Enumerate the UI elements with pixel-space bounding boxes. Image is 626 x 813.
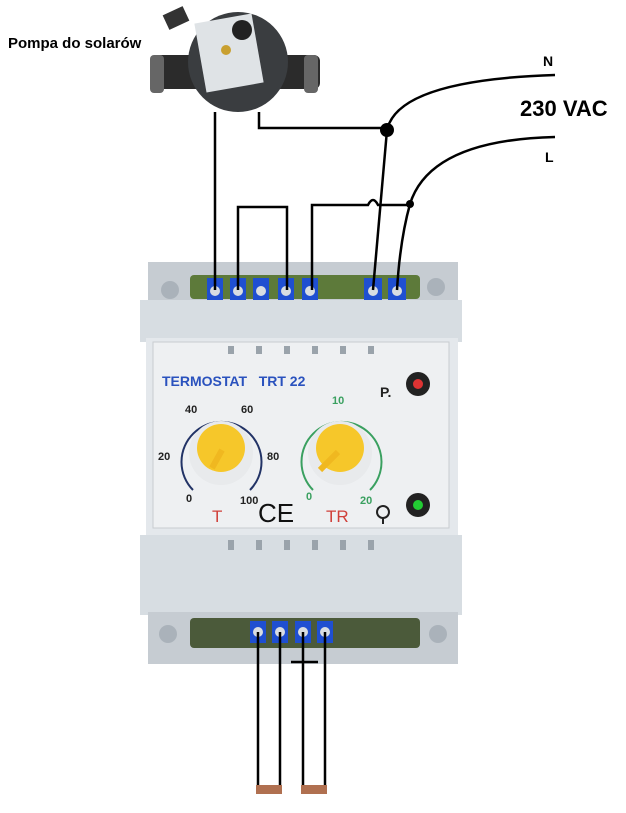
pump-image — [150, 6, 320, 112]
voltage-label: 230 VAC — [520, 96, 608, 121]
screw-icon — [427, 278, 445, 296]
screw-icon — [429, 625, 447, 643]
screw-icon — [161, 281, 179, 299]
pump-label: Pompa do solarów — [8, 35, 142, 52]
junction-dot — [380, 123, 394, 137]
knob-tr[interactable] — [300, 420, 383, 491]
live-label: L — [545, 149, 554, 165]
tick-label: 0 — [186, 493, 192, 505]
power-indicator-label: P. — [380, 384, 391, 400]
tick-label: 10 — [332, 395, 344, 407]
knob-t-label: T — [212, 507, 222, 526]
sensor-tip — [256, 785, 282, 794]
tick-label: 100 — [240, 495, 258, 507]
neutral-label: N — [543, 53, 553, 69]
knob-tr-label: TR — [326, 507, 349, 526]
sensor-tip — [301, 785, 327, 794]
junction-dot — [406, 200, 414, 208]
knob-t[interactable] — [180, 420, 263, 491]
tick-label: 40 — [185, 404, 197, 416]
tick-label: 20 — [158, 451, 170, 463]
ce-mark: CE — [258, 498, 294, 528]
screw-icon — [159, 625, 177, 643]
tick-label: 60 — [241, 404, 253, 416]
tick-label: 20 — [360, 495, 372, 507]
device-title: TERMOSTAT TRT 22 — [162, 373, 306, 389]
tick-label: 80 — [267, 451, 279, 463]
tick-label: 0 — [306, 491, 312, 503]
